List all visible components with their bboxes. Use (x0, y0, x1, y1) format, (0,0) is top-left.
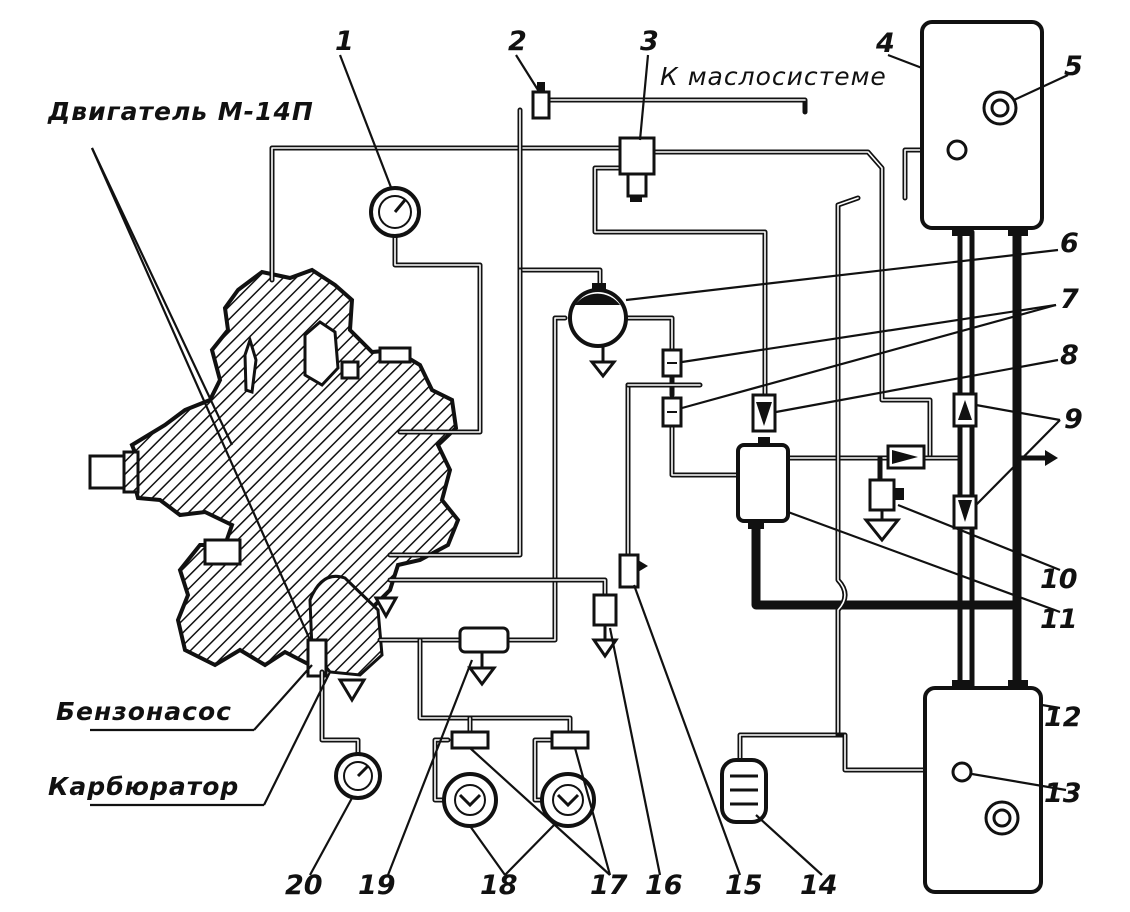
callout-5: 5 (1064, 51, 1083, 82)
check-valve-9a (952, 392, 978, 428)
fuel-gauge-20 (334, 752, 382, 800)
valve-16 (591, 593, 619, 659)
callout-8: 8 (1060, 340, 1079, 371)
valve-15 (618, 553, 648, 589)
callout-11: 11 (1040, 604, 1078, 635)
callout-10: 10 (1040, 564, 1078, 595)
callout-2: 2 (508, 26, 527, 57)
separator-6 (568, 283, 628, 379)
pressure-gauge-1 (369, 186, 421, 238)
callout-18: 18 (480, 870, 518, 901)
valve-19 (458, 626, 510, 687)
callout-4: 4 (875, 28, 895, 59)
callout-17: 17 (590, 870, 628, 901)
air-tank-12 (923, 680, 1043, 894)
check-valve-8 (751, 393, 777, 433)
fuel-pump-label: Бензонасос (56, 697, 232, 726)
callout-16: 16 (645, 870, 683, 901)
valve-17a (450, 730, 490, 750)
callout-19: 19 (358, 870, 396, 901)
drain-valve-10 (862, 478, 904, 543)
leader-lines (90, 53, 1069, 876)
oil-system-label: К маслосистеме (660, 62, 887, 91)
callout-12: 12 (1044, 702, 1082, 733)
check-valve-horizontal (886, 444, 926, 470)
callout-14: 14 (800, 870, 838, 901)
engine-m14p (88, 267, 461, 678)
filter-7b (661, 396, 683, 428)
valve-17b (550, 730, 590, 750)
filter-7a (661, 348, 683, 378)
brake-gauge-18a (442, 772, 498, 828)
pipelines (269, 97, 1058, 803)
control-unit-11 (736, 437, 790, 529)
check-valve-9b (952, 494, 978, 530)
callout-13: 13 (1044, 778, 1082, 809)
callout-15: 15 (725, 870, 763, 901)
air-filter-14 (720, 758, 768, 824)
callout-9: 9 (1064, 404, 1083, 435)
callout-6: 6 (1060, 228, 1079, 259)
callout-1: 1 (335, 26, 354, 57)
engine-label: Двигатель М-14П (47, 97, 314, 126)
valve-2 (531, 82, 551, 120)
drain-arrows (337, 596, 399, 703)
brake-gauge-18b (540, 772, 596, 828)
callout-7: 7 (1060, 284, 1079, 315)
reducer-valve-3 (618, 136, 656, 202)
carburetor-label: Карбюратор (48, 772, 239, 801)
callout-3: 3 (640, 26, 659, 57)
callout-20: 20 (285, 870, 323, 901)
air-tank-4 (920, 20, 1044, 236)
